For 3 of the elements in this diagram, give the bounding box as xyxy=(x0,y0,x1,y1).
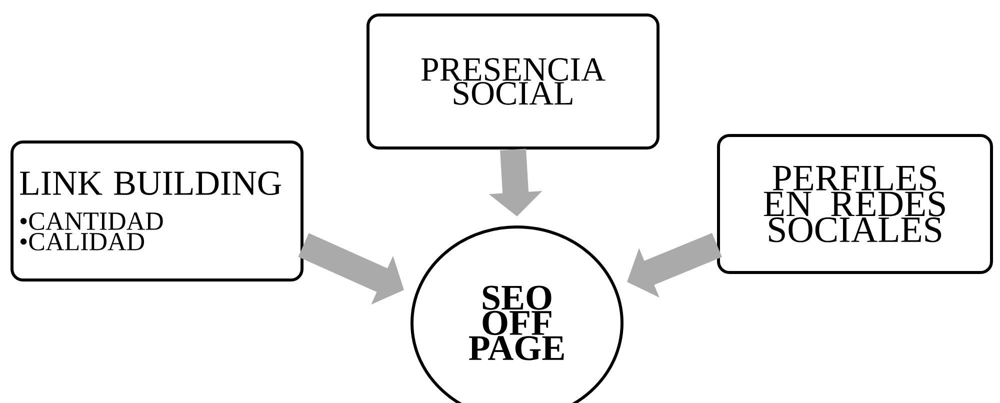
text-box: PERFILES EN REDES SOCIALES xyxy=(717,134,993,274)
text-box: PRESENCIA SOCIAL xyxy=(366,14,660,150)
text-box: LINK BUILDING •CANTIDAD •CALIDAD xyxy=(10,140,304,282)
